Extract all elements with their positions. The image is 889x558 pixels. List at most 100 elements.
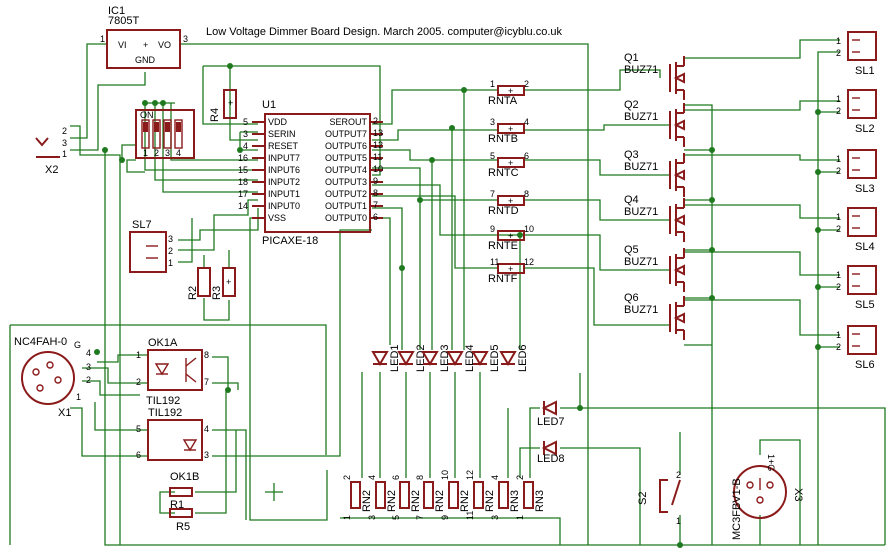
svg-text:ON: ON	[140, 110, 154, 120]
svg-text:SL7: SL7	[132, 219, 152, 231]
svg-text:2: 2	[515, 475, 525, 480]
connector-sl7: SL7 3 2 1	[129, 219, 173, 273]
svg-text:2: 2	[676, 470, 681, 480]
u1-pin-num: 12	[373, 140, 383, 150]
svg-text:3: 3	[86, 362, 91, 372]
drawing-title: Low Voltage Dimmer Board Design. March 2…	[206, 26, 562, 38]
resistor-r5: R5	[169, 508, 193, 533]
svg-text:5: 5	[136, 424, 141, 434]
svg-text:NC4FAH-0: NC4FAH-0	[14, 336, 67, 348]
u1-pin-num: 9	[373, 176, 378, 186]
svg-text:4: 4	[176, 148, 181, 158]
optocoupler-ok1a: OK1A TIL192 1 2 8 7	[136, 337, 209, 407]
svg-text:+: +	[508, 264, 513, 274]
svg-text:S2: S2	[637, 492, 649, 505]
u1-pin-label: OUTPUT3	[325, 177, 367, 187]
svg-text:12: 12	[465, 470, 475, 480]
u1-pin-label: OUTPUT5	[325, 153, 367, 163]
svg-text:LED1: LED1	[389, 344, 401, 372]
svg-text:RN2: RN2	[386, 490, 398, 512]
u1-pin-num: 14	[238, 201, 248, 211]
u1-pin-label: VSS	[268, 213, 286, 223]
u1-name: U1	[262, 99, 276, 111]
svg-text:+: +	[508, 86, 513, 96]
led-2: LED2	[397, 344, 427, 372]
svg-text:+: +	[228, 98, 233, 108]
ic1-value: 7805T	[108, 15, 139, 27]
svg-text:+: +	[508, 158, 513, 168]
svg-text:1: 1	[515, 515, 525, 520]
u1-pin-label: SEROUT	[329, 117, 367, 127]
u1-pin-label: OUTPUT2	[325, 189, 367, 199]
u1-pin-num: 8	[373, 188, 378, 198]
svg-text:4: 4	[86, 348, 91, 358]
svg-text:9: 9	[440, 515, 450, 520]
svg-text:X2: X2	[45, 164, 58, 176]
svg-text:MC3FBV1-B: MC3FBV1-B	[731, 478, 743, 540]
svg-text:R5: R5	[176, 521, 190, 533]
svg-text:4: 4	[524, 117, 529, 127]
svg-text:2: 2	[168, 246, 173, 256]
svg-text:SL5: SL5	[855, 299, 875, 311]
optocoupler-ok1b: TIL192 OK1B 5 6 4 3	[136, 407, 209, 483]
svg-text:Q2: Q2	[624, 99, 639, 111]
svg-text:4: 4	[490, 475, 500, 480]
svg-text:3: 3	[367, 515, 377, 520]
resistor-r2: R2	[187, 267, 211, 300]
svg-text:2: 2	[836, 342, 841, 352]
svg-text:1: 1	[76, 392, 81, 402]
svg-text:11: 11	[490, 257, 499, 267]
svg-text:Q4: Q4	[624, 194, 639, 206]
svg-text:LED2: LED2	[415, 344, 427, 372]
svg-text:SL1: SL1	[855, 65, 875, 77]
u1-pin-label: OUTPUT0	[325, 213, 367, 223]
svg-text:G: G	[74, 340, 81, 350]
u1-pin-label: OUTPUT4	[325, 165, 367, 175]
svg-text:5: 5	[490, 151, 495, 161]
svg-text:1: 1	[100, 34, 105, 44]
u1-pin-label: OUTPUT1	[325, 201, 367, 211]
svg-text:BUZ71: BUZ71	[624, 206, 658, 218]
svg-text:7: 7	[490, 189, 495, 199]
u1-pin-num: 6	[373, 212, 378, 222]
svg-text:RN2: RN2	[434, 490, 446, 512]
svg-text:LED4: LED4	[464, 344, 476, 372]
svg-text:RNTC: RNTC	[488, 167, 519, 179]
svg-text:+: +	[508, 196, 513, 206]
svg-text:BUZ71: BUZ71	[624, 111, 658, 123]
svg-text:RNTF: RNTF	[488, 273, 518, 285]
svg-text:6: 6	[136, 450, 141, 460]
u1-value: PICAXE-18	[262, 235, 318, 247]
svg-text:2: 2	[86, 375, 91, 385]
u1-pin-num: 10	[373, 164, 383, 174]
svg-text:7: 7	[204, 377, 209, 387]
svg-text:3: 3	[165, 148, 170, 158]
xlr-output-x3: MC3FBV1-B X3 1+G	[731, 454, 804, 540]
rn-element: 2 1 RN3	[515, 475, 546, 520]
svg-text:10: 10	[524, 224, 534, 234]
u1-pin-num: 16	[238, 153, 248, 163]
svg-text:1: 1	[168, 258, 173, 268]
svg-text:3: 3	[490, 515, 500, 520]
u1-pin-label: INPUT0	[268, 201, 300, 211]
svg-text:1: 1	[143, 148, 148, 158]
svg-text:RNTE: RNTE	[488, 240, 518, 252]
svg-text:OK1B: OK1B	[170, 471, 199, 483]
svg-text:RNTA: RNTA	[488, 95, 518, 107]
svg-text:10: 10	[440, 470, 450, 480]
svg-text:3: 3	[62, 138, 67, 148]
svg-text:R3: R3	[211, 286, 223, 300]
resistor-network-rn2: 21RN243RN265RN287RN2109RN21211RN243RN321…	[342, 470, 546, 520]
svg-text:RN3: RN3	[534, 490, 546, 512]
led8: LED8	[537, 440, 565, 465]
